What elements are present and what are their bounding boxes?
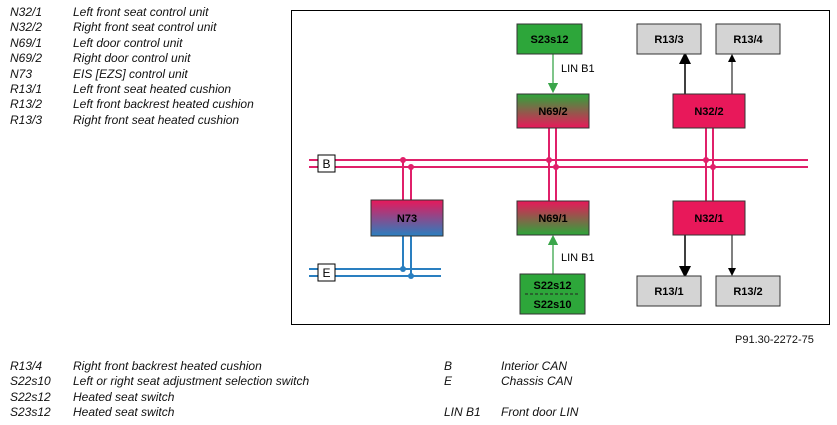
junction: [400, 157, 406, 163]
unit-n32-1-label: N32/1: [694, 213, 723, 225]
legend-desc: Left front seat control unit: [73, 5, 209, 19]
legend-row: N69/1 Left door control unit: [10, 36, 280, 51]
legend-code: S22s12: [10, 389, 51, 404]
lin-label-bottom: LIN B1: [561, 252, 595, 264]
unit-r13-1[interactable]: [636, 275, 702, 307]
junction: [710, 164, 716, 170]
unit-r13-4-label: R13/4: [733, 34, 763, 46]
legend-bottom-left: R13/4 Right front backrest heated cushion…: [10, 359, 430, 421]
legend-code: R13/2: [10, 97, 43, 112]
unit-s22s12-label: S22s12: [534, 280, 572, 292]
can-e-label: E: [322, 266, 330, 280]
can-b-label-box: [317, 154, 336, 173]
unit-s23s12-label: S23s12: [531, 34, 569, 46]
unit-n69-2[interactable]: [516, 93, 590, 129]
unit-r13-2-label: R13/2: [733, 286, 762, 298]
unit-r13-2[interactable]: [715, 275, 781, 307]
unit-r13-1-label: R13/1: [654, 286, 683, 298]
legend-code: LIN B1: [444, 405, 481, 420]
can-e-label-box: [317, 263, 336, 282]
unit-n32-1[interactable]: [672, 200, 746, 236]
figure-reference: P91.30-2272-75: [735, 334, 814, 346]
legend-row: N69/2 Right door control unit: [10, 51, 280, 66]
unit-n69-1-label: N69/1: [538, 213, 567, 225]
legend-desc: Heated seat switch: [73, 389, 175, 404]
legend-row: R13/1 Left front seat heated cushion: [10, 82, 280, 97]
legend-desc: Left or right seat adjustment selection …: [73, 374, 310, 389]
legend-row: N32/1 Left front seat control unit: [10, 5, 280, 20]
legend-bottom-right: B Interior CAN E Chassis CAN LIN B1 Front d…: [444, 359, 624, 421]
junction: [400, 266, 406, 272]
legend-code: R13/4: [10, 359, 43, 373]
junction: [408, 164, 414, 170]
legend-row: S23s12 Heated seat switch: [10, 405, 430, 420]
legend-row: N32/2 Right front seat control unit: [10, 20, 280, 35]
legend-desc: Left door control unit: [73, 35, 183, 50]
legend-row: S22s10 Left or right seat adjustment sele…: [10, 374, 430, 389]
legend-desc: Right front seat control unit: [73, 20, 217, 35]
legend-code: R13/1: [10, 81, 43, 96]
unit-n32-2[interactable]: [672, 93, 746, 129]
legend-row: E Chassis CAN: [444, 374, 624, 389]
legend-desc: Right door control unit: [73, 51, 191, 66]
legend-desc: Right front backrest heated cushion: [73, 359, 262, 373]
legend-desc: Chassis CAN: [501, 374, 573, 389]
unit-n69-1[interactable]: [516, 200, 590, 236]
legend-code: B: [444, 359, 453, 373]
legend-code: N32/1: [10, 5, 43, 19]
unit-s23s12[interactable]: [516, 23, 583, 55]
legend-row: [444, 390, 624, 405]
legend-row: R13/4 Right front backrest heated cushion: [10, 359, 430, 374]
legend-code: R13/3: [10, 112, 43, 127]
legend-desc: Right front seat heated cushion: [73, 112, 240, 127]
junction: [553, 164, 559, 170]
legend-row: N73 EIS [EZS] control unit: [10, 67, 280, 82]
wiring-diagram: B E LIN B1 LIN B1 S23s12 N6: [291, 10, 830, 325]
unit-r13-3-label: R13/3: [654, 34, 683, 46]
legend-code: S23s12: [10, 405, 51, 420]
legend-code: N69/2: [10, 51, 43, 66]
unit-s22s10-label: S22s10: [534, 299, 572, 311]
unit-n73[interactable]: [370, 199, 444, 237]
legend-row: R13/2 Left front backrest heated cushion: [10, 97, 280, 112]
legend-row: B Interior CAN: [444, 359, 624, 374]
legend-desc: Heated seat switch: [73, 405, 175, 420]
can-b-label: B: [322, 157, 330, 171]
unit-n32-2-label: N32/2: [694, 106, 723, 118]
legend-desc: EIS [EZS] control unit: [73, 66, 188, 81]
junction: [546, 157, 552, 163]
legend-code: N73: [10, 66, 33, 81]
lin-label-top: LIN B1: [561, 63, 595, 75]
legend-desc: Left front backrest heated cushion: [73, 97, 254, 112]
junction: [703, 157, 709, 163]
unit-n73-label: N73: [397, 213, 417, 225]
n73-can-b-links: [402, 160, 412, 200]
legend-desc: Left front seat heated cushion: [73, 81, 232, 96]
junction: [408, 273, 414, 279]
unit-n69-2-label: N69/2: [538, 106, 567, 118]
legend-row: S22s12 Heated seat switch: [10, 390, 430, 405]
legend-row: LIN B1 Front door LIN: [444, 405, 624, 420]
legend-code: E: [444, 374, 453, 389]
legend-code: N69/1: [10, 35, 43, 50]
legend-desc: Front door LIN: [501, 405, 579, 420]
unit-r13-3[interactable]: [636, 23, 702, 55]
legend-code: S22s10: [10, 374, 51, 389]
legend-row: R13/3 Right front seat heated cushion: [10, 113, 280, 128]
legend-desc: Interior CAN: [501, 359, 568, 373]
legend-code: N32/2: [10, 20, 43, 35]
unit-r13-4[interactable]: [715, 23, 781, 55]
n73-can-e-links: [402, 236, 412, 276]
